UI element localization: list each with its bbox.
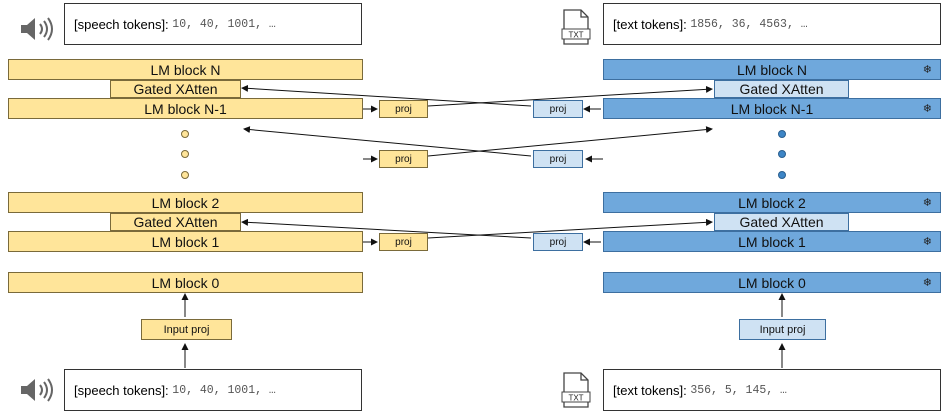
text-tokens-values: 1856, 36, 4563, …: [690, 17, 808, 31]
arrow-text-mid-proj-to-speech: [243, 126, 532, 157]
ellipsis-dot: [778, 130, 786, 138]
text-tokens-label: [text tokens]:: [613, 16, 687, 32]
snowflake-icon: ❄: [922, 64, 932, 76]
snowflake-icon: ❄: [922, 277, 932, 289]
text-tokens-label: [text tokens]:: [613, 382, 687, 398]
speech-tokens-top: [speech tokens]: 10, 40, 1001, …: [64, 3, 362, 45]
ellipsis-dot: [181, 130, 189, 138]
speech-proj-top: proj: [379, 100, 428, 118]
text-lm-block-n-1: LM block N-1❄: [603, 98, 941, 119]
text-tokens-top: [text tokens]: 1856, 36, 4563, …: [603, 3, 941, 45]
txt-icon-label: TXT: [568, 394, 583, 403]
speech-input-proj: Input proj: [141, 319, 232, 340]
txt-file-icon: TXT: [561, 9, 591, 45]
text-tokens-bottom: [text tokens]: 356, 5, 145, …: [603, 369, 941, 411]
text-proj-mid: proj: [533, 150, 583, 168]
text-proj-bottom: proj: [533, 233, 583, 251]
arrow-speech-mid-proj-to-text: [427, 126, 713, 157]
speech-lm-block-n: LM block N: [8, 59, 363, 80]
speech-proj-mid: proj: [379, 150, 428, 168]
speaker-icon: [21, 17, 53, 41]
arrow-text-proj-to-speech-xatten: [241, 84, 532, 107]
speech-proj-bottom: proj: [379, 233, 428, 251]
txt-file-icon: TXT: [561, 372, 591, 408]
text-lm-block-n: LM block N❄: [603, 59, 941, 80]
ellipsis-dot: [778, 171, 786, 179]
snowflake-icon: ❄: [922, 103, 932, 115]
speech-tokens-values: 10, 40, 1001, …: [172, 17, 276, 31]
ellipsis-dot: [778, 150, 786, 158]
arrow-speech-proj-to-text-xatten: [427, 85, 713, 107]
text-gated-xatten-top: Gated XAtten: [714, 80, 849, 98]
text-lm-block-1: LM block 1❄: [603, 231, 941, 252]
speech-tokens-bottom: [speech tokens]: 10, 40, 1001, …: [64, 369, 362, 411]
text-gated-xatten-bottom: Gated XAtten: [714, 213, 849, 231]
arrow-text-proj-to-speech-xatten-bottom: [241, 218, 532, 239]
speech-gated-xatten-bottom: Gated XAtten: [110, 213, 241, 231]
text-tokens-values: 356, 5, 145, …: [690, 383, 787, 397]
speaker-icon: [21, 378, 53, 402]
speech-tokens-label: [speech tokens]:: [74, 382, 169, 398]
text-lm-block-0: LM block 0❄: [603, 272, 941, 293]
speech-lm-block-0: LM block 0: [8, 272, 363, 293]
speech-lm-block-2: LM block 2: [8, 192, 363, 213]
snowflake-icon: ❄: [922, 236, 932, 248]
snowflake-icon: ❄: [922, 197, 932, 209]
ellipsis-dot: [181, 171, 189, 179]
ellipsis-dot: [181, 150, 189, 158]
txt-icon-label: TXT: [568, 31, 583, 40]
text-lm-block-2: LM block 2❄: [603, 192, 941, 213]
text-proj-top: proj: [533, 100, 583, 118]
speech-gated-xatten-top: Gated XAtten: [110, 80, 241, 98]
speech-tokens-values: 10, 40, 1001, …: [172, 383, 276, 397]
speech-lm-block-n-1: LM block N-1: [8, 98, 363, 119]
text-input-proj: Input proj: [739, 319, 826, 340]
speech-lm-block-1: LM block 1: [8, 231, 363, 252]
speech-tokens-label: [speech tokens]:: [74, 16, 169, 32]
